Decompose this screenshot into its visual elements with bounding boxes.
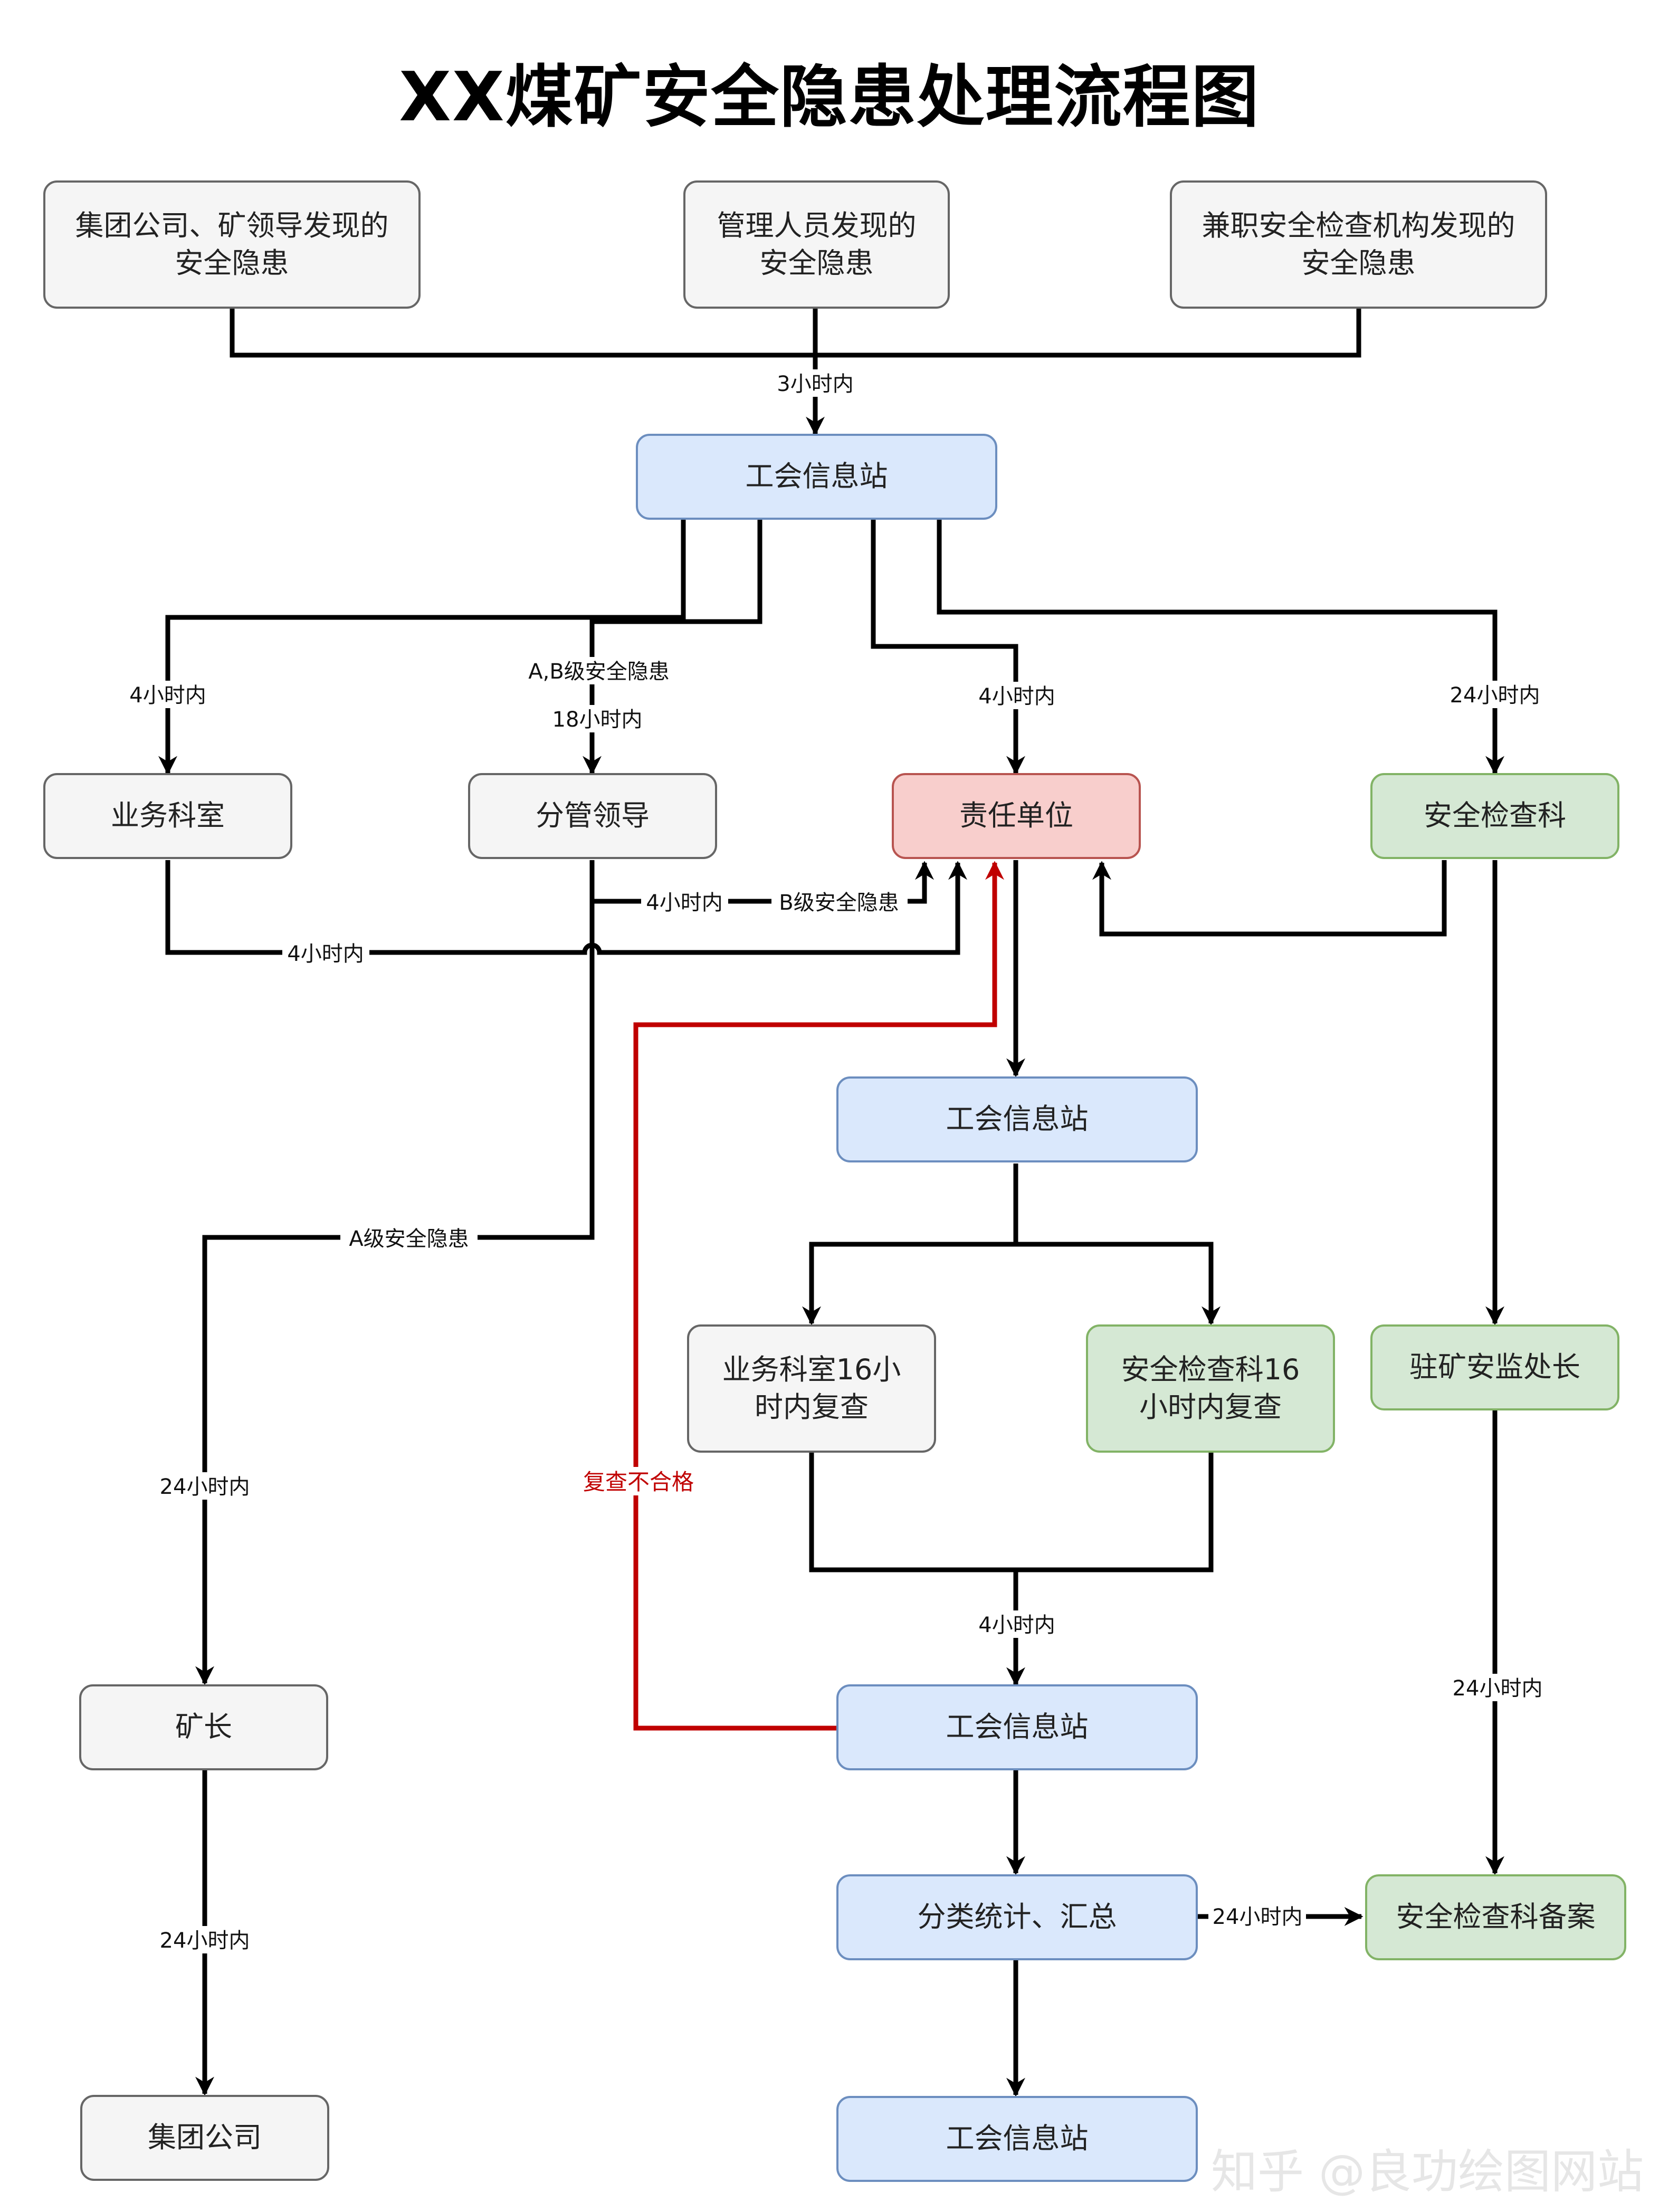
watermark: 知乎 @良功绘图网站: [1211, 2144, 1644, 2199]
node-union-station-3-text: 工会信息站: [946, 1710, 1089, 1744]
node-responsible-unit-text: 责任单位: [959, 799, 1073, 833]
edge-to-business: [158, 520, 686, 775]
label-within-4h-unit: 4小时内: [978, 684, 1055, 709]
node-manager-found: 管理人员发现的 安全隐患: [683, 180, 950, 309]
label-within-18h: 18小时内: [552, 708, 643, 732]
node-deputy-leader: 分管领导: [468, 773, 717, 859]
node-parttime-found: 兼职安全检查机构发现的 安全隐患: [1170, 180, 1547, 309]
node-group-found: 集团公司、矿领导发现的 安全隐患: [43, 180, 421, 309]
node-parttime-found-text: 兼职安全检查机构发现的 安全隐患: [1202, 209, 1515, 280]
node-deputy-leader-text: 分管领导: [536, 799, 650, 833]
label-within-24h-safety: 24小时内: [1450, 683, 1540, 708]
label-within-24h-group: 24小时内: [160, 1929, 250, 1953]
node-safety-recheck-text: 安全检查科16 小时内复查: [1121, 1353, 1300, 1424]
label-within-4h-deputy: 4小时内: [646, 891, 722, 915]
node-safety-recheck: 安全检查科16 小时内复查: [1086, 1324, 1335, 1453]
node-safety-archive: 安全检查科备案: [1365, 1874, 1626, 1960]
edge-to-deputy: [583, 520, 762, 775]
edge-recheck-failed: [633, 861, 1004, 1731]
label-within-24h-director: 24小时内: [160, 1475, 250, 1499]
edge-to-unit: [871, 520, 1025, 775]
label-within-24h-archive: 24小时内: [1213, 1905, 1303, 1929]
node-union-station-1-text: 工会信息站: [745, 460, 888, 493]
node-mine-director-text: 矿长: [175, 1710, 232, 1744]
edge-group-found: [230, 308, 815, 358]
node-mine-director: 矿长: [79, 1684, 328, 1770]
label-recheck-failed: 复查不合格: [583, 1469, 694, 1495]
node-business-office-text: 业务科室: [111, 799, 225, 833]
label-within-4h-recheck: 4小时内: [978, 1613, 1055, 1637]
label-ab-grade: A,B级安全隐患: [528, 660, 670, 684]
edge-union2-to-business-recheck: [802, 1164, 1018, 1326]
node-classify-stats: 分类统计、汇总: [836, 1874, 1198, 1960]
node-union-station-2-text: 工会信息站: [946, 1102, 1089, 1136]
edge-parttime-found: [815, 308, 1361, 358]
node-safety-archive-text: 安全检查科备案: [1396, 1900, 1596, 1934]
node-supervisor-text: 驻矿安监处长: [1409, 1350, 1580, 1384]
node-union-station-4-text: 工会信息站: [946, 2122, 1089, 2156]
node-union-station-2: 工会信息站: [836, 1076, 1198, 1162]
node-union-station-3: 工会信息站: [836, 1684, 1198, 1770]
diagram-title: XX煤矿安全隐患处理流程图: [399, 58, 1260, 137]
node-group-found-text: 集团公司、矿领导发现的 安全隐患: [75, 209, 389, 280]
edge-business-recheck-merge: [809, 1452, 1214, 1572]
label-within-4h-office: 4小时内: [287, 942, 364, 966]
node-responsible-unit: 责任单位: [892, 773, 1141, 859]
label-within-3h: 3小时内: [777, 372, 853, 396]
node-business-office: 业务科室: [43, 773, 292, 859]
node-union-station-4: 工会信息站: [836, 2096, 1198, 2182]
node-safety-dept-text: 安全检查科: [1424, 799, 1566, 833]
node-group-company: 集团公司: [80, 2095, 329, 2181]
node-safety-dept: 安全检查科: [1370, 773, 1619, 859]
node-classify-stats-text: 分类统计、汇总: [917, 1900, 1117, 1934]
node-group-company-text: 集团公司: [148, 2121, 262, 2154]
node-union-station-1: 工会信息站: [636, 434, 997, 520]
label-a-grade: A级安全隐患: [349, 1227, 469, 1251]
edge-to-safety: [937, 520, 1504, 775]
node-supervisor: 驻矿安监处长: [1370, 1324, 1619, 1410]
edge-deputy-to-director: [195, 860, 595, 1685]
node-manager-found-text: 管理人员发现的 安全隐患: [717, 209, 917, 280]
label-b-grade: B级安全隐患: [779, 891, 899, 915]
node-business-recheck: 业务科室16小 时内复查: [687, 1324, 936, 1453]
edge-union2-to-safety-recheck: [1016, 1242, 1221, 1326]
edge-safety-to-unit: [1092, 860, 1447, 937]
label-within-4h-business: 4小时内: [129, 683, 206, 708]
node-business-recheck-text: 业务科室16小 时内复查: [722, 1353, 901, 1424]
label-within-24h-supervisor: 24小时内: [1453, 1676, 1543, 1701]
